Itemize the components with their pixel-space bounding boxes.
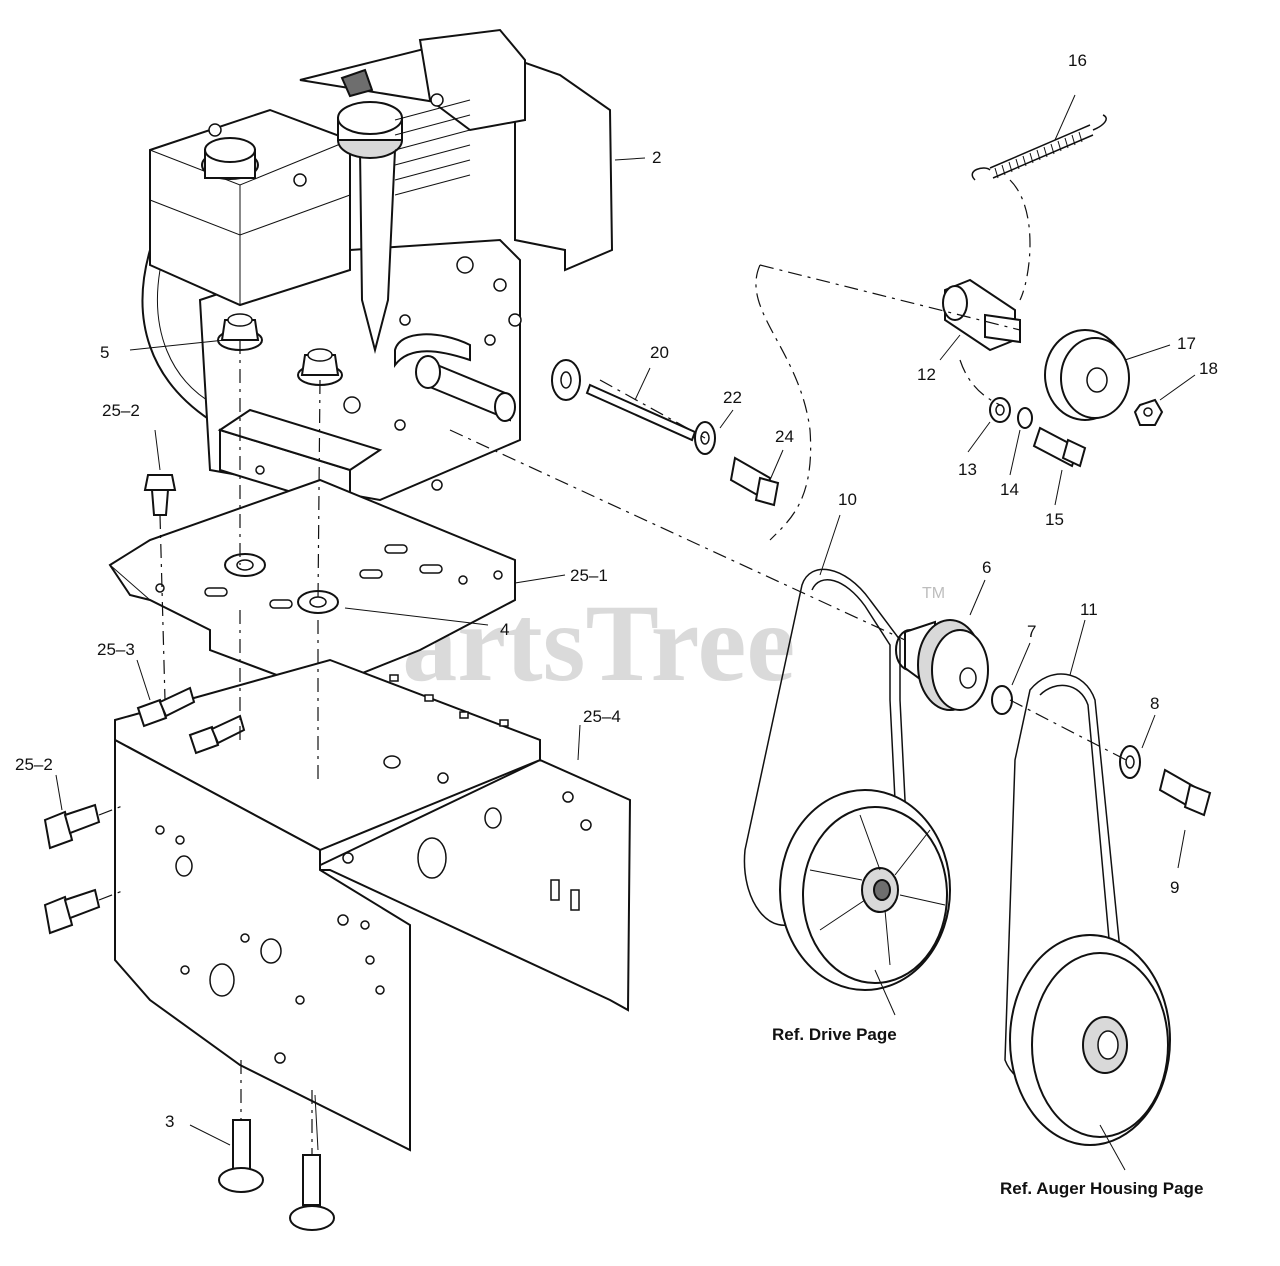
leader-lines: [55, 94, 1196, 1171]
callout-13: 13: [958, 460, 977, 479]
washer-13[interactable]: [989, 397, 1011, 423]
mount-nut[interactable]: [297, 348, 343, 386]
callout-20: 20: [650, 343, 669, 362]
bolt-25-3[interactable]: [136, 686, 196, 728]
callout-labels: 2 3 4 5 6 7 8 9 10 11 12 13 14 15 16 17 …: [15, 51, 1218, 1131]
bolt-25-2[interactable]: [43, 803, 101, 850]
spring-coils: [994, 131, 1083, 179]
callout-16: 16: [1068, 51, 1087, 70]
callout-25-3: 25–3: [97, 640, 135, 659]
auger-pulley[interactable]: [1009, 934, 1171, 1146]
callout-2: 2: [652, 148, 661, 167]
drive-pulley[interactable]: [779, 789, 951, 991]
watermark-trademark: TM: [922, 585, 945, 602]
bolt-15[interactable]: [1032, 426, 1087, 468]
callout-22: 22: [723, 388, 742, 407]
bolt-3[interactable]: [218, 1119, 264, 1193]
idler-pulley[interactable]: [1044, 329, 1130, 421]
bolt-24[interactable]: [729, 456, 780, 507]
callout-18: 18: [1199, 359, 1218, 378]
callout-5: 5: [100, 343, 109, 362]
bolt-25-3[interactable]: [188, 714, 246, 755]
callout-25-2-left: 25–2: [15, 755, 53, 774]
washer-8[interactable]: [1119, 745, 1141, 779]
callout-7: 7: [1027, 622, 1036, 641]
ref-drive-page: Ref. Drive Page: [772, 1025, 897, 1044]
callout-4: 4: [500, 620, 509, 639]
callout-17: 17: [1177, 334, 1196, 353]
bolt-3[interactable]: [289, 1154, 335, 1231]
ref-auger-housing-page: Ref. Auger Housing Page: [1000, 1179, 1203, 1198]
callout-25-4: 25–4: [583, 707, 621, 726]
callout-6: 6: [982, 558, 991, 577]
callout-15: 15: [1045, 510, 1064, 529]
idler-key[interactable]: [551, 359, 697, 442]
engine-pulley[interactable]: [895, 619, 989, 711]
bolt-25-2[interactable]: [43, 888, 101, 935]
callout-12: 12: [917, 365, 936, 384]
washer-14[interactable]: [1017, 407, 1033, 429]
callout-25-2-top: 25–2: [102, 401, 140, 420]
callout-3: 3: [165, 1112, 174, 1131]
lock-washer[interactable]: [224, 553, 266, 577]
nut-18[interactable]: [1133, 398, 1164, 426]
callout-9: 9: [1170, 878, 1179, 897]
callout-10: 10: [838, 490, 857, 509]
spring-16[interactable]: [971, 114, 1107, 181]
engine[interactable]: [141, 28, 614, 527]
callout-11: 11: [1080, 600, 1098, 619]
assembly-lines: [98, 179, 1131, 1155]
cooling-fins: [394, 99, 471, 196]
mount-nut[interactable]: [217, 313, 263, 351]
callout-25-1: 25–1: [570, 566, 608, 585]
bolt-9[interactable]: [1158, 768, 1212, 817]
spacer-7[interactable]: [991, 685, 1013, 715]
callout-24: 24: [775, 427, 794, 446]
frame-housing[interactable]: [114, 658, 632, 1152]
callout-14: 14: [1000, 480, 1019, 499]
bolt-25-2-vertical[interactable]: [143, 474, 177, 516]
callout-8: 8: [1150, 694, 1159, 713]
idler-arm[interactable]: [942, 278, 1021, 352]
